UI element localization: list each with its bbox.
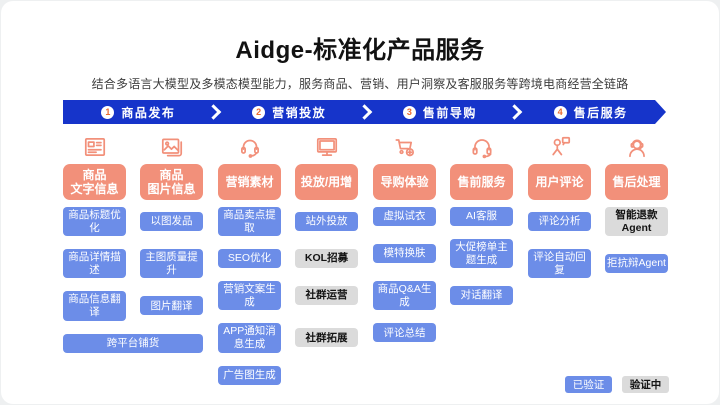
service-rows: 商品标题优化以图发品商品详情描述主图质量提升商品信息翻译图片翻译跨平台铺货 (63, 207, 203, 353)
empty-cell (450, 323, 513, 342)
service-row: SEO优化 KOL招募 (218, 249, 358, 269)
service-chip: APP通知消息生成 (218, 323, 281, 353)
headset-icon (469, 132, 495, 160)
service-chip: 评论自动回复 (528, 249, 591, 279)
service-chip: 评论分析 (528, 212, 591, 232)
marketing-headset-icon (237, 132, 263, 160)
legend-verified-badge: 已验证 (565, 376, 612, 393)
service-chip: 大促榜单主题生成 (450, 239, 513, 269)
group-title: 商品 文字信息 (63, 164, 126, 200)
product-text-icon (82, 132, 108, 160)
service-group: 商品 图片信息 (140, 132, 203, 200)
service-row: 虚拟试衣 AI客服 (373, 207, 513, 226)
service-chip: 营销文案生成 (218, 281, 281, 311)
service-chip: 商品卖点提取 (218, 207, 281, 237)
group-header-row: 商品 文字信息商品 图片信息 (63, 132, 203, 200)
group-title: 导购体验 (373, 164, 436, 200)
service-chip: 模特换肤 (373, 244, 436, 264)
step-number-badge: 2 (252, 106, 265, 119)
service-group: 投放/用增 (295, 132, 358, 200)
status-legend: 已验证 验证中 (565, 376, 669, 393)
cart-plus-icon (392, 132, 418, 160)
service-group: 导购体验 (373, 132, 436, 200)
service-group: 用户评论 (528, 132, 591, 200)
group-title: 投放/用增 (295, 164, 358, 200)
group-header-row: 导购体验售前服务 (373, 132, 513, 200)
service-chip: 主图质量提升 (140, 249, 203, 279)
group-title: 用户评论 (528, 164, 591, 200)
empty-cell (295, 366, 358, 385)
step-label: 营销投放 (272, 105, 327, 120)
group-header-row: 用户评论售后处理 (528, 132, 668, 200)
service-group: 商品 文字信息 (63, 132, 126, 200)
service-chip: KOL招募 (295, 249, 358, 269)
group-title: 营销素材 (218, 164, 281, 200)
service-rows: 评论分析智能退款Agent 评论自动回复拒抗辩Agent (528, 207, 668, 279)
service-row: 评论自动回复拒抗辩Agent (528, 249, 668, 279)
service-chip: 商品信息翻译 (63, 291, 126, 321)
service-chip: 图片翻译 (140, 296, 203, 316)
step-label: 售前导购 (422, 105, 477, 120)
service-chip: 虚拟试衣 (373, 207, 436, 226)
group-title: 售前服务 (450, 164, 513, 200)
page-subtitle: 结合多语言大模型及多模态模型能力，服务商品、营销、用户洞察及客服服务等跨境电商经… (91, 77, 629, 91)
monitor-icon (314, 132, 340, 160)
service-chip: 对话翻译 (450, 286, 513, 306)
page-title: Aidge-标准化产品服务 (235, 37, 485, 64)
product-image-icon (159, 132, 185, 160)
service-chip: 社群运营 (295, 286, 358, 306)
service-chip: 商品标题优化 (63, 207, 126, 237)
legend-verifying-badge: 验证中 (622, 376, 669, 393)
service-chip: 跨平台铺货 (63, 333, 203, 353)
support-agent-icon (624, 132, 650, 160)
service-row: 商品详情描述主图质量提升 (63, 249, 203, 279)
user-comment-icon (547, 132, 573, 160)
stage-column-1: 商品 文字信息商品 图片信息商品标题优化以图发品商品详情描述主图质量提升商品信息… (63, 132, 203, 385)
stages-container: 商品 文字信息商品 图片信息商品标题优化以图发品商品详情描述主图质量提升商品信息… (63, 132, 669, 385)
service-chip: AI客服 (450, 207, 513, 226)
step-label: 售后服务 (573, 105, 628, 120)
service-chip: SEO优化 (218, 249, 281, 269)
service-row: APP通知消息生成社群拓展 (218, 323, 358, 353)
group-title: 售后处理 (605, 164, 668, 200)
service-chip: 以图发品 (140, 212, 203, 232)
step-number-badge: 1 (101, 106, 114, 119)
group-title: 商品 图片信息 (140, 164, 203, 200)
group-header-row: 营销素材投放/用增 (218, 132, 358, 200)
service-row: 商品信息翻译图片翻译 (63, 291, 203, 321)
service-group: 营销素材 (218, 132, 281, 200)
step-label: 商品发布 (121, 105, 176, 120)
service-row: 跨平台铺货 (63, 333, 203, 353)
service-chip: 智能退款Agent (605, 207, 668, 237)
step-number-badge: 4 (554, 106, 567, 119)
service-row: 评论分析智能退款Agent (528, 207, 668, 237)
pipeline-step-3: 3 售前导购 (365, 100, 516, 124)
service-row: 商品标题优化以图发品 (63, 207, 203, 237)
service-row: 营销文案生成社群运营 (218, 281, 358, 311)
service-row: 商品Q&A生成对话翻译 (373, 281, 513, 311)
service-chip: 拒抗辩Agent (605, 254, 668, 274)
pipeline-step-2: 2 营销投放 (214, 100, 365, 124)
service-row: 模特换肤大促榜单主题生成 (373, 239, 513, 269)
pipeline-step-1: 1 商品发布 (63, 100, 214, 124)
service-chip: 广告图生成 (218, 365, 281, 385)
step-number-badge: 3 (403, 106, 416, 119)
service-group: 售后处理 (605, 132, 668, 200)
service-chip: 商品Q&A生成 (373, 281, 436, 311)
service-chip: 评论总结 (373, 323, 436, 343)
service-row: 广告图生成 (218, 365, 358, 385)
pipeline-step-4: 4 售后服务 (515, 100, 666, 124)
pipeline-arrow-bar: 1 商品发布 2 营销投放 3 售前导购 4 售后服务 (63, 100, 666, 124)
service-chip: 社群拓展 (295, 328, 358, 348)
service-row: 评论总结 (373, 323, 513, 343)
service-row: 商品卖点提取站外投放 (218, 207, 358, 237)
service-chip: 商品详情描述 (63, 249, 126, 279)
service-group: 售前服务 (450, 132, 513, 200)
service-chip: 站外投放 (295, 212, 358, 232)
